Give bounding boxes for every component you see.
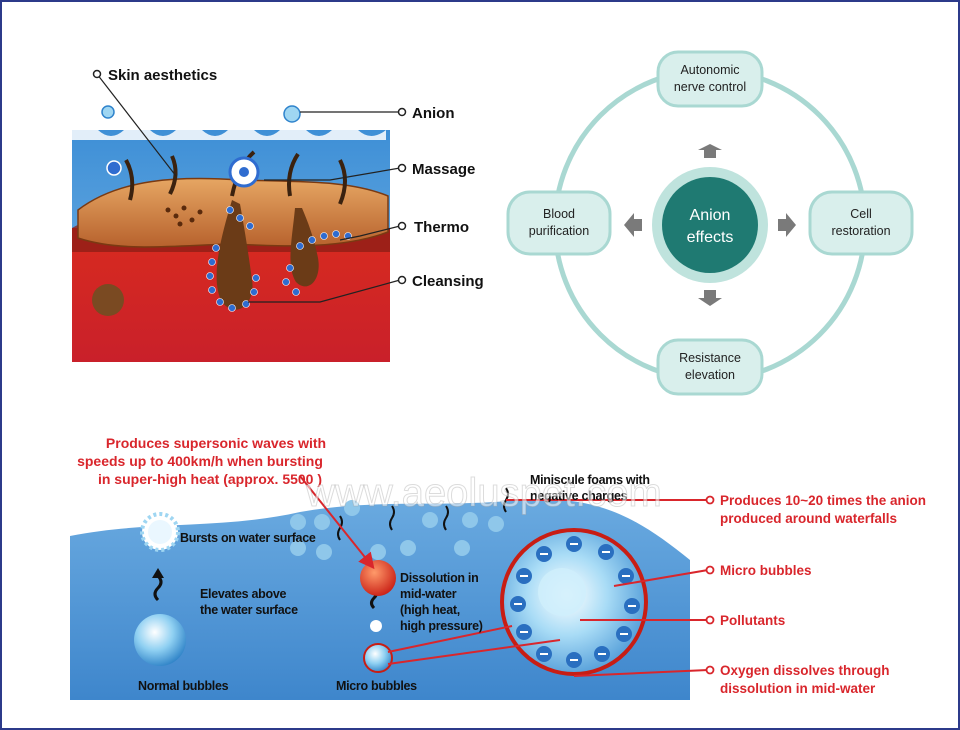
node-resistance bbox=[656, 338, 764, 396]
thermo-marker bbox=[397, 221, 407, 231]
center-text-line2: effects bbox=[687, 229, 734, 246]
arrow-up-icon bbox=[698, 144, 722, 158]
skin-aesthetics-label: Skin aesthetics bbox=[108, 67, 217, 84]
node-autonomic bbox=[656, 50, 764, 108]
dissolution-line1: Dissolution in bbox=[400, 571, 478, 585]
pollutants-marker bbox=[705, 615, 715, 625]
normal-bubbles-label: Normal bubbles bbox=[138, 679, 229, 693]
center-text-line1: Anion bbox=[690, 207, 731, 224]
oxygen-line1: Oxygen dissolves through bbox=[720, 663, 890, 678]
watermark: www.aeoluspet.com bbox=[305, 471, 662, 515]
foams-line1: Miniscule foams with bbox=[530, 473, 650, 487]
micro-bubbles-label: Micro bubbles bbox=[720, 563, 812, 578]
massage-label: Massage bbox=[412, 161, 475, 178]
micro-bubble-small bbox=[370, 620, 382, 632]
supersonic-line2: speeds up to 400km/h when bursting bbox=[77, 453, 323, 469]
wavy-arrow-icon bbox=[153, 574, 163, 602]
micro-bubbles-marker bbox=[705, 565, 715, 575]
arrow-left-icon bbox=[624, 213, 642, 237]
node-blood-line2: purification bbox=[529, 224, 589, 238]
skin-leaders bbox=[96, 73, 401, 303]
cleansing-label: Cleansing bbox=[412, 273, 484, 290]
oxygen-marker bbox=[705, 665, 715, 675]
dissolution-ball bbox=[360, 560, 396, 596]
massage-marker bbox=[397, 163, 407, 173]
node-blood bbox=[506, 190, 612, 256]
node-cell-line2: restoration bbox=[831, 224, 890, 238]
skin-illustration bbox=[68, 105, 390, 362]
node-autonomic-line2: nerve control bbox=[674, 80, 746, 94]
bubble-illustration bbox=[70, 487, 690, 700]
oxygen-line2: dissolution in mid-water bbox=[720, 681, 876, 696]
dissolution-line3: (high heat, bbox=[400, 603, 460, 617]
arrow-right-icon bbox=[778, 213, 796, 237]
negative-charges bbox=[510, 536, 640, 668]
skin-aesthetics-marker bbox=[92, 69, 102, 79]
supersonic-line1: Produces supersonic waves with bbox=[106, 435, 326, 451]
pollutants-label: Pollutants bbox=[720, 613, 785, 628]
anion-count-line2: produced around waterfalls bbox=[720, 511, 897, 526]
foams-line2: negative charges bbox=[530, 489, 628, 503]
normal-bubble bbox=[134, 614, 186, 666]
node-cell-line1: Cell bbox=[850, 207, 872, 221]
anion-count-marker bbox=[705, 495, 715, 505]
elevates-line1: Elevates above bbox=[200, 587, 286, 601]
elevates-line2: the water surface bbox=[200, 603, 298, 617]
dissolution-line4: high pressure) bbox=[400, 619, 483, 633]
thermo-label: Thermo bbox=[414, 219, 469, 236]
anion-count-line1: Produces 10~20 times the anion bbox=[720, 493, 926, 508]
micro-bubble bbox=[363, 643, 393, 673]
node-resistance-line1: Resistance bbox=[679, 351, 741, 365]
node-cell bbox=[808, 190, 914, 256]
anion-marker bbox=[397, 107, 407, 117]
center-circle bbox=[662, 177, 758, 273]
anion-effects-cycle: Anion effects Autonomic nerve control Ce… bbox=[506, 50, 914, 396]
red-connectors bbox=[299, 475, 709, 677]
dissolution-line2: mid-water bbox=[400, 587, 457, 601]
arrow-down-icon bbox=[698, 290, 722, 306]
cleansing-marker bbox=[397, 275, 407, 285]
node-autonomic-line1: Autonomic bbox=[680, 63, 739, 77]
anion-label: Anion bbox=[412, 105, 455, 122]
supersonic-line3: in super-high heat (approx. 5500 ) bbox=[98, 471, 322, 487]
bursts-label: Bursts on water surface bbox=[180, 531, 316, 545]
micro-bubbles-bottom-label: Micro bubbles bbox=[336, 679, 417, 693]
node-resistance-line2: elevation bbox=[685, 368, 735, 382]
node-blood-line1: Blood bbox=[543, 207, 575, 221]
